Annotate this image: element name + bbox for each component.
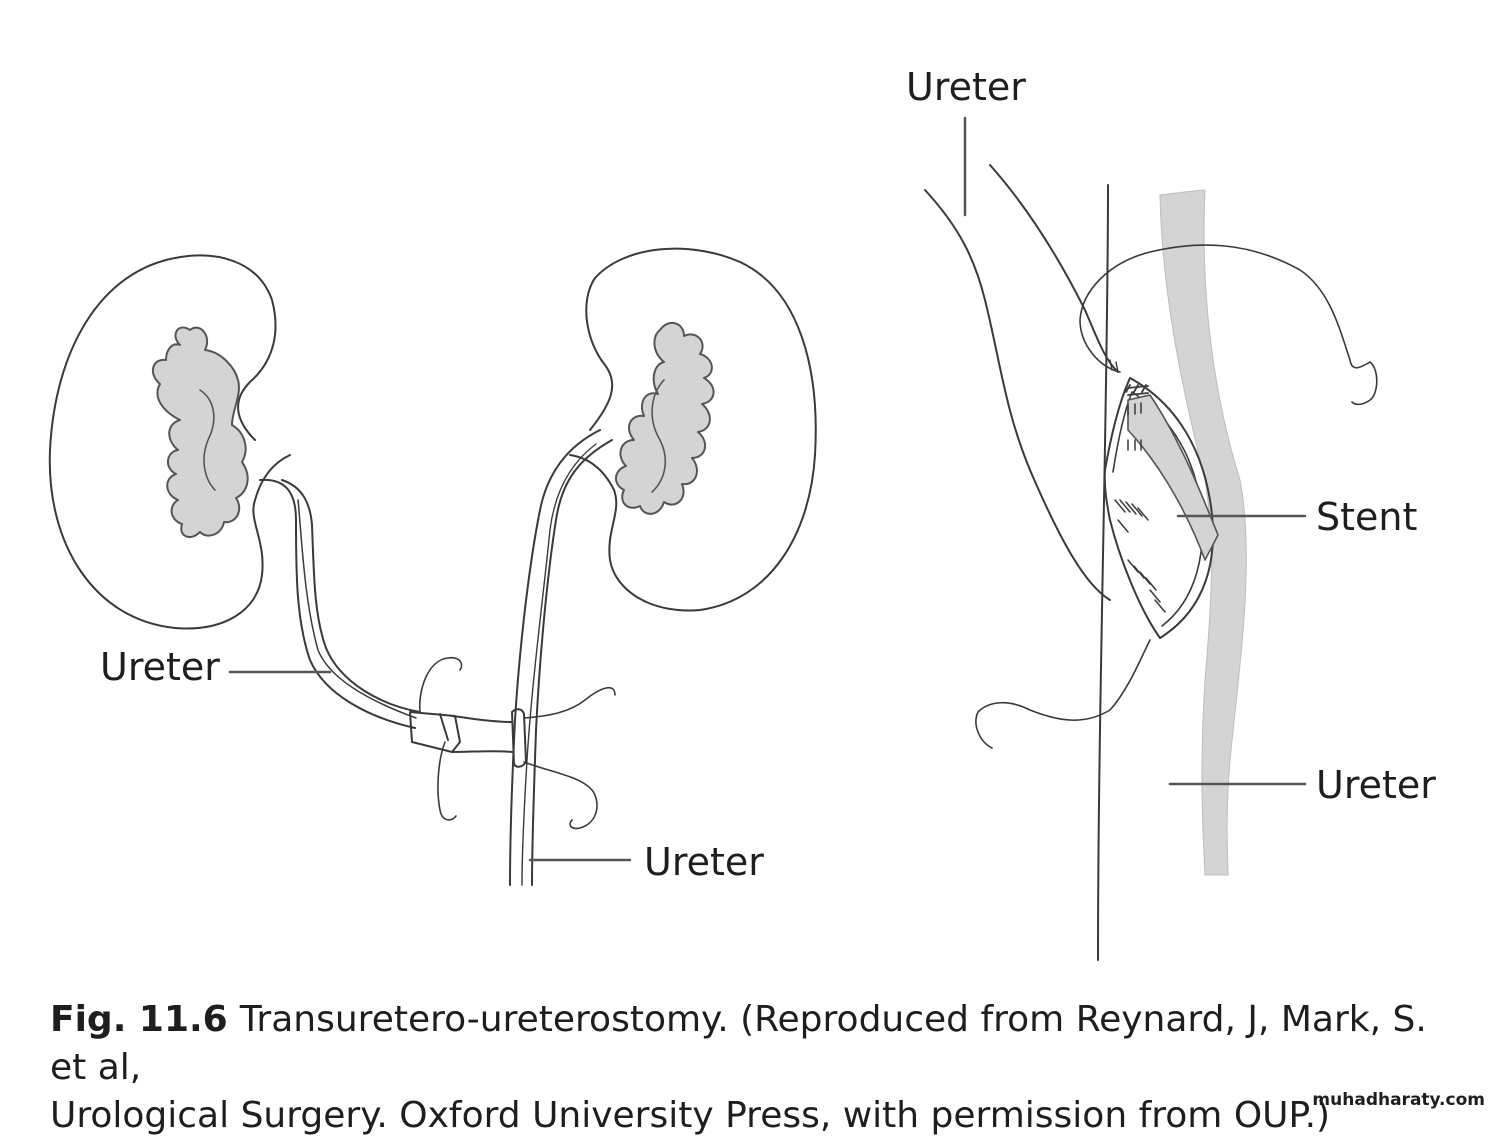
leader-lines bbox=[228, 116, 1307, 862]
caption-line-2: Urological Surgery. Oxford University Pr… bbox=[50, 1095, 1331, 1136]
right-renal-pelvis bbox=[615, 321, 715, 515]
anastomosis-cuff bbox=[409, 711, 513, 753]
left-ureter bbox=[259, 478, 421, 729]
transuretero-ureterostomy-illustration bbox=[48, 116, 1378, 961]
label-ureter-left: Ureter bbox=[100, 645, 220, 689]
left-kidney bbox=[48, 254, 291, 630]
left-renal-pelvis bbox=[151, 326, 249, 539]
label-stent: Stent bbox=[1316, 495, 1418, 539]
sutures-left bbox=[418, 656, 616, 830]
right-kidney bbox=[569, 247, 817, 612]
watermark: muhadharaty.com bbox=[1312, 1090, 1485, 1110]
caption-line-1: Transuretero-ureterostomy. (Reproduced f… bbox=[50, 999, 1427, 1088]
right-anastomosis-detail bbox=[924, 164, 1378, 961]
label-ureter-bottom: Ureter bbox=[644, 840, 764, 884]
stent-tube bbox=[1127, 394, 1219, 561]
right-ureter bbox=[509, 429, 613, 886]
label-ureter-right: Ureter bbox=[1316, 763, 1436, 807]
figure-number: Fig. 11.6 bbox=[50, 999, 228, 1040]
label-ureter-top: Ureter bbox=[906, 65, 1026, 109]
